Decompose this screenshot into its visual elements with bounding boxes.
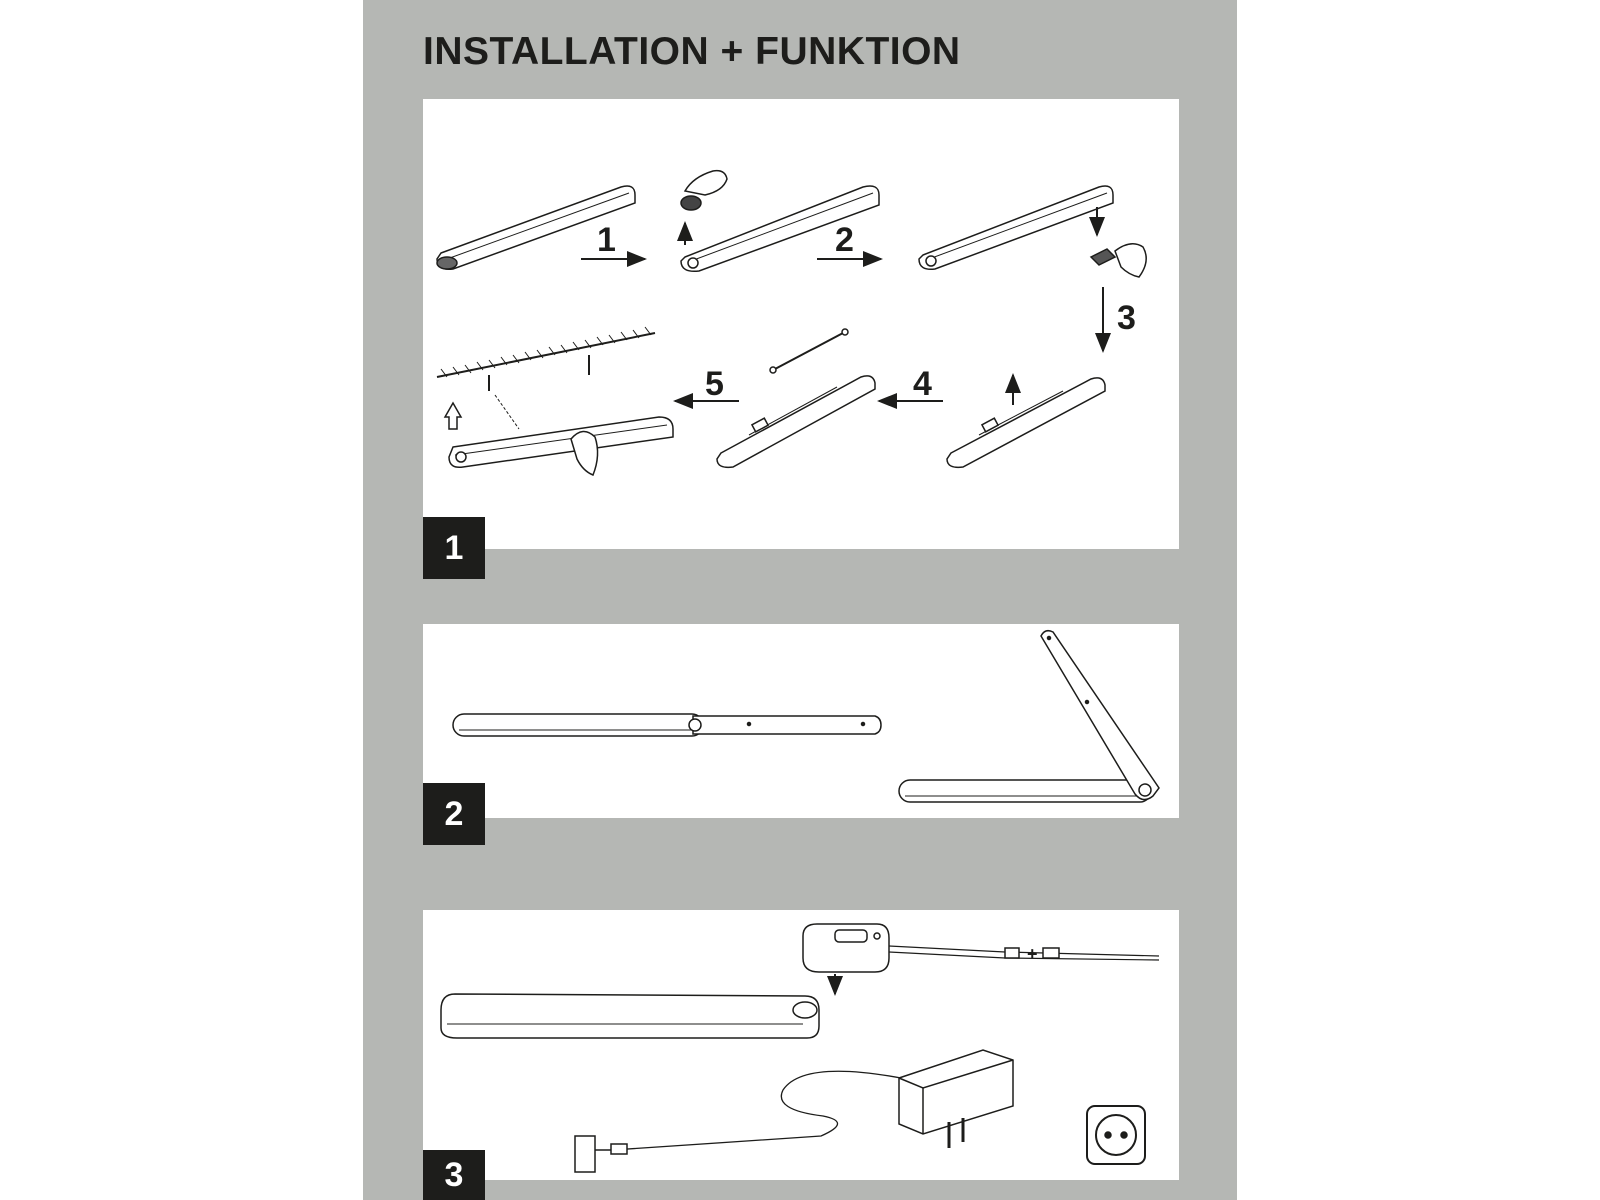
panel-lamp-positions [423, 624, 1179, 818]
power-cable [612, 1070, 902, 1151]
lamp-bar-4 [946, 377, 1106, 469]
lamp-folded-position [898, 629, 1160, 803]
wall-socket-icon [1086, 1105, 1146, 1165]
screw-icon [488, 355, 590, 430]
plus-sign: + [1027, 944, 1038, 964]
panel-badge-3: 3 [423, 1150, 485, 1200]
up-arrow-outline-icon [443, 401, 463, 430]
step-number-4: 4 [913, 365, 932, 403]
inline-switch [610, 1143, 628, 1155]
lamp-bar-6 [448, 416, 674, 476]
lamp-bar-3 [918, 185, 1114, 271]
cable-to-connector-2 [888, 951, 1160, 961]
panel-badge-2: 2 [423, 783, 485, 845]
step-number-3: 3 [1117, 299, 1136, 337]
hand-with-coin-icon [680, 169, 728, 211]
lamp-bar-5 [716, 375, 876, 469]
step-number-5: 5 [705, 365, 724, 403]
lamp-bar-2 [680, 185, 880, 273]
power-connection-diagram: + [440, 923, 1160, 1173]
cable-connector-plug [1004, 947, 1060, 959]
mounting-bracket-icon [769, 328, 849, 374]
panel-power-connection: + [423, 910, 1179, 1180]
ceiling-hatch [436, 326, 656, 378]
cable-end-plug [574, 1135, 596, 1173]
power-adapter [898, 1049, 1014, 1148]
lamp-bar-long [440, 993, 820, 1039]
step-number-2: 2 [835, 221, 854, 259]
hand-with-clip-icon [1089, 243, 1147, 278]
page-title: INSTALLATION + FUNKTION [423, 30, 961, 73]
lamp-positions-diagram [452, 629, 1160, 803]
lamp-bar-1 [436, 185, 636, 271]
step-number-1: 1 [597, 221, 616, 259]
panel-installation-steps: 1 2 3 4 5 [423, 99, 1179, 549]
lamp-flat-position [452, 713, 882, 737]
control-module [802, 923, 890, 973]
panel-badge-1: 1 [423, 517, 485, 579]
installation-diagram: 1 2 3 4 5 [436, 169, 1147, 476]
